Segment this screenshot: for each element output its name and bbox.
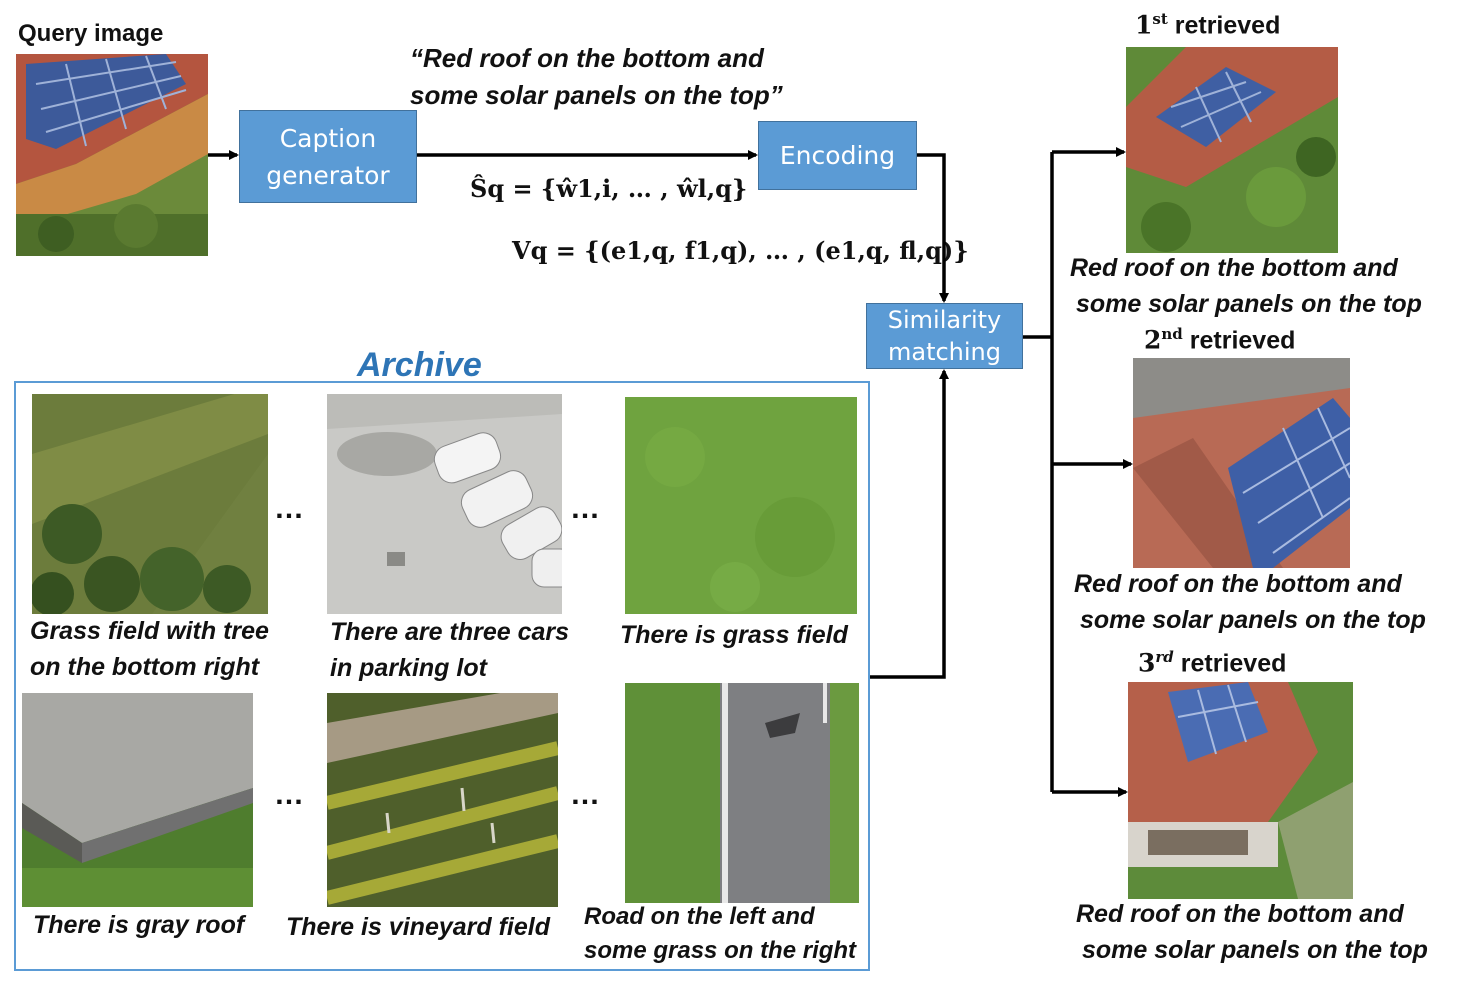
caption-gray-roof: There is gray roof xyxy=(33,911,245,939)
archive-image-gray-roof xyxy=(22,693,253,907)
caption-cars-line-2: in parking lot xyxy=(330,654,487,682)
retrieved-1-suffix: st xyxy=(1152,10,1168,28)
retrieved-3-caption-line-1: Red roof on the bottom and xyxy=(1076,900,1404,928)
arrow-encoding-to-similarity xyxy=(917,153,949,303)
retrieved-3-rank: 3 xyxy=(1138,648,1156,678)
encoding-box: Encoding xyxy=(758,121,917,190)
ellipsis-row1-a: … xyxy=(274,492,308,525)
caption-generator-line-1: Caption xyxy=(279,123,377,153)
retrieved-1-caption-line-2: some solar panels on the top xyxy=(1076,290,1422,318)
retrieved-2-caption-line-2: some solar panels on the top xyxy=(1080,606,1426,634)
archive-image-vineyard xyxy=(327,693,558,907)
caption-grass-tree-line-2: on the bottom right xyxy=(30,653,260,681)
archive-image-road xyxy=(625,683,859,903)
retrieved-3-header: 3rd retrieved xyxy=(1138,648,1286,678)
formula-sq: Ŝq = {ŵ1,i, … , ŵl,q} xyxy=(470,174,748,203)
retrieved-1-caption-line-1: Red roof on the bottom and xyxy=(1070,254,1398,282)
retrieved-3-word: retrieved xyxy=(1180,649,1287,678)
retrieved-2-rank: 2 xyxy=(1144,325,1162,355)
caption-grass-tree-line-1: Grass field with tree xyxy=(30,617,269,645)
archive-title: Archive xyxy=(357,346,482,384)
retrieved-2-header: 2nd retrieved xyxy=(1144,325,1295,355)
archive-frame xyxy=(14,381,870,971)
retrieved-1-rank: 1 xyxy=(1135,10,1153,40)
caption-grass: There is grass field xyxy=(620,621,848,649)
retrieved-3-suffix: rd xyxy=(1155,648,1174,666)
similarity-line-2: matching xyxy=(887,338,1001,366)
retrieved-image-1 xyxy=(1126,47,1338,253)
arrow-archive-to-similarity xyxy=(870,369,949,679)
caption-road-line-2: some grass on the right xyxy=(584,937,857,964)
query-image-label: Query image xyxy=(18,20,164,47)
retrieved-2-word: retrieved xyxy=(1189,326,1296,355)
ellipsis-row2-a: … xyxy=(274,778,308,811)
retrieved-3-caption-line-2: some solar panels on the top xyxy=(1082,936,1428,964)
retrieved-2-suffix: nd xyxy=(1161,325,1183,343)
similarity-matching-box: Similarity matching xyxy=(866,303,1023,369)
caption-cars-line-1: There are three cars xyxy=(330,618,570,646)
archive-image-grass-tree xyxy=(32,394,268,614)
quote-line-2: some solar panels on the top” xyxy=(410,80,783,110)
archive-image-grass xyxy=(625,397,857,614)
ellipsis-row1-b: … xyxy=(570,492,604,525)
caption-generator-box: Caption generator xyxy=(239,110,417,203)
encoding-label: Encoding xyxy=(779,141,896,170)
similarity-line-1: Similarity xyxy=(887,306,1002,334)
retrieved-1-header: 1st retrieved xyxy=(1135,10,1280,40)
formula-vq: Vq = {(e1,q, f1,q), … , (e1,q, fl,q)} xyxy=(512,236,969,265)
caption-road-line-1: Road on the left and xyxy=(584,903,815,930)
retrieved-2-caption-line-1: Red roof on the bottom and xyxy=(1074,570,1402,598)
caption-vineyard: There is vineyard field xyxy=(286,913,550,941)
ellipsis-row2-b: … xyxy=(570,778,604,811)
retrieved-1-word: retrieved xyxy=(1174,11,1281,40)
query-image xyxy=(16,54,208,256)
retrieved-image-3 xyxy=(1128,682,1353,899)
caption-generator-line-2: generator xyxy=(266,160,390,190)
retrieved-image-2 xyxy=(1133,358,1350,568)
archive-image-cars xyxy=(327,394,562,614)
quote-line-1: “Red roof on the bottom and xyxy=(410,43,764,73)
